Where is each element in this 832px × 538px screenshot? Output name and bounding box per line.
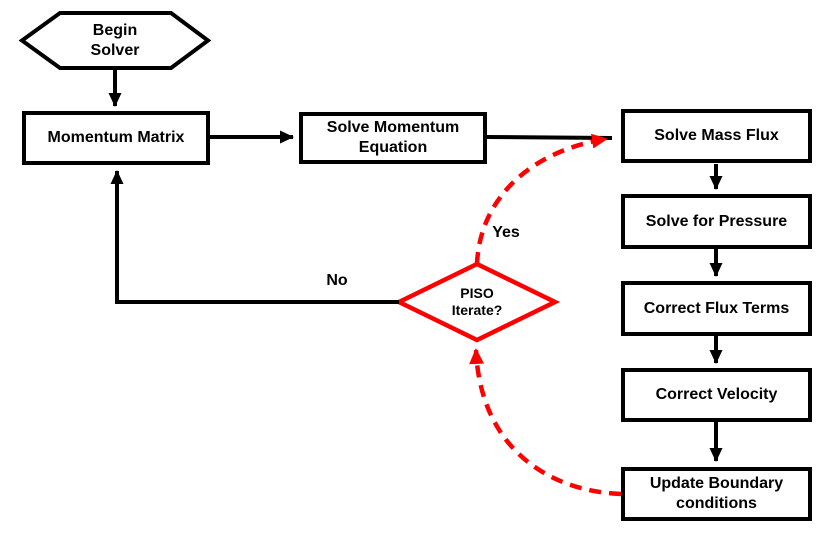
node-correct-velocity: Correct Velocity — [621, 368, 812, 422]
node-correct-flux-terms-label: Correct Flux Terms — [643, 299, 790, 317]
node-correct-flux-terms: Correct Flux Terms — [621, 281, 812, 336]
edge-piso-yes-to-mass-flux-dashed-arrow — [474, 133, 608, 265]
node-piso-iterate: PISO Iterate? — [399, 264, 555, 340]
node-begin-solver: Begin Solver — [22, 13, 208, 68]
edge-boundary-to-piso-dashed-arrow — [469, 348, 622, 497]
node-update-boundary-conditions-label: Update Boundary conditions — [649, 475, 784, 512]
edge-label-yes: Yes — [492, 224, 520, 241]
node-solve-momentum-equation-label: Solve Momentum Equation — [326, 119, 460, 156]
node-solve-mass-flux-label: Solve Mass Flux — [654, 127, 779, 145]
node-solve-for-pressure: Solve for Pressure — [621, 194, 812, 249]
node-update-boundary-conditions: Update Boundary conditions — [621, 467, 812, 521]
node-solve-momentum-equation: Solve Momentum Equation — [299, 112, 487, 164]
node-correct-velocity-label: Correct Velocity — [655, 386, 778, 404]
node-momentum-matrix-label: Momentum Matrix — [47, 129, 185, 147]
edge-label-no: No — [326, 272, 348, 289]
node-begin-solver-label: Begin Solver — [90, 21, 140, 59]
node-momentum-matrix: Momentum Matrix — [22, 111, 210, 165]
node-solve-for-pressure-label: Solve for Pressure — [645, 212, 788, 230]
edge-solve-momentum-to-mass-flux-line — [486, 135, 613, 140]
node-solve-mass-flux: Solve Mass Flux — [621, 109, 812, 163]
node-piso-iterate-label: PISO Iterate? — [451, 284, 503, 319]
